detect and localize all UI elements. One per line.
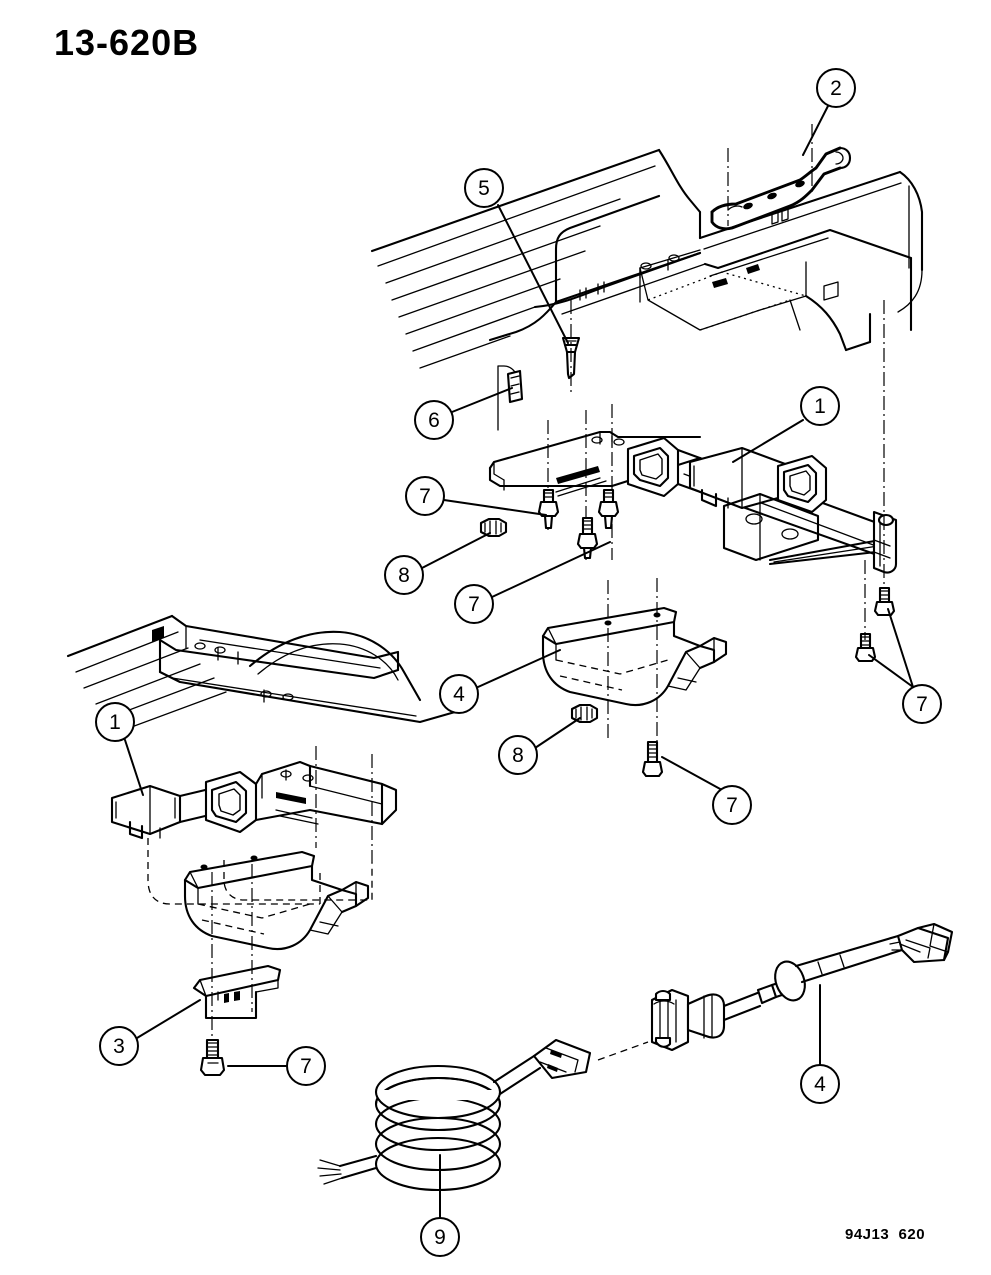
part-7-bolt-lower-center <box>641 740 664 778</box>
part-7-bolts-center-left <box>537 488 620 560</box>
figure-code: 94J13 620 <box>845 1226 926 1243</box>
callout-2[interactable]: 2 <box>816 68 856 108</box>
part-7-bolt-lower-left <box>199 1038 226 1077</box>
callout-7c[interactable]: 7 <box>902 684 942 724</box>
callout-1b[interactable]: 1 <box>95 702 135 742</box>
part-1-hitch-receiver-main <box>488 300 898 600</box>
part-5-bolt <box>561 300 581 392</box>
part-3-mounting-plate-bracket <box>192 864 282 1060</box>
callout-6[interactable]: 6 <box>414 400 454 440</box>
callout-7d[interactable]: 7 <box>712 785 752 825</box>
callout-3[interactable]: 3 <box>99 1026 139 1066</box>
part-6-clip <box>497 365 524 431</box>
part-1-hitch-receiver-left <box>110 746 398 905</box>
callout-9[interactable]: 9 <box>420 1217 460 1257</box>
callout-7e[interactable]: 7 <box>286 1046 326 1086</box>
callout-5[interactable]: 5 <box>464 168 504 208</box>
callout-7b[interactable]: 7 <box>454 584 494 624</box>
callout-8a[interactable]: 8 <box>384 555 424 595</box>
callout-8b[interactable]: 8 <box>498 735 538 775</box>
part-4-connector-harness <box>650 922 954 1052</box>
callout-4a[interactable]: 4 <box>439 674 479 714</box>
part-4-shield-lower-left <box>183 850 370 950</box>
part-9-coiled-harness <box>317 1038 649 1192</box>
vehicle-rear-body-lower-left <box>66 614 464 733</box>
part-8-nut-left <box>479 517 508 538</box>
callout-1a[interactable]: 1 <box>800 386 840 426</box>
part-8-nut-center <box>570 703 599 724</box>
page-title: 13-620B <box>54 22 200 63</box>
part-4-shield-center <box>541 578 728 742</box>
callout-leader-lines <box>124 105 914 1218</box>
callout-7a[interactable]: 7 <box>405 476 445 516</box>
callout-4b[interactable]: 4 <box>800 1064 840 1104</box>
vehicle-rear-body-upper <box>370 148 924 369</box>
part-7-bolts-right <box>854 560 896 663</box>
